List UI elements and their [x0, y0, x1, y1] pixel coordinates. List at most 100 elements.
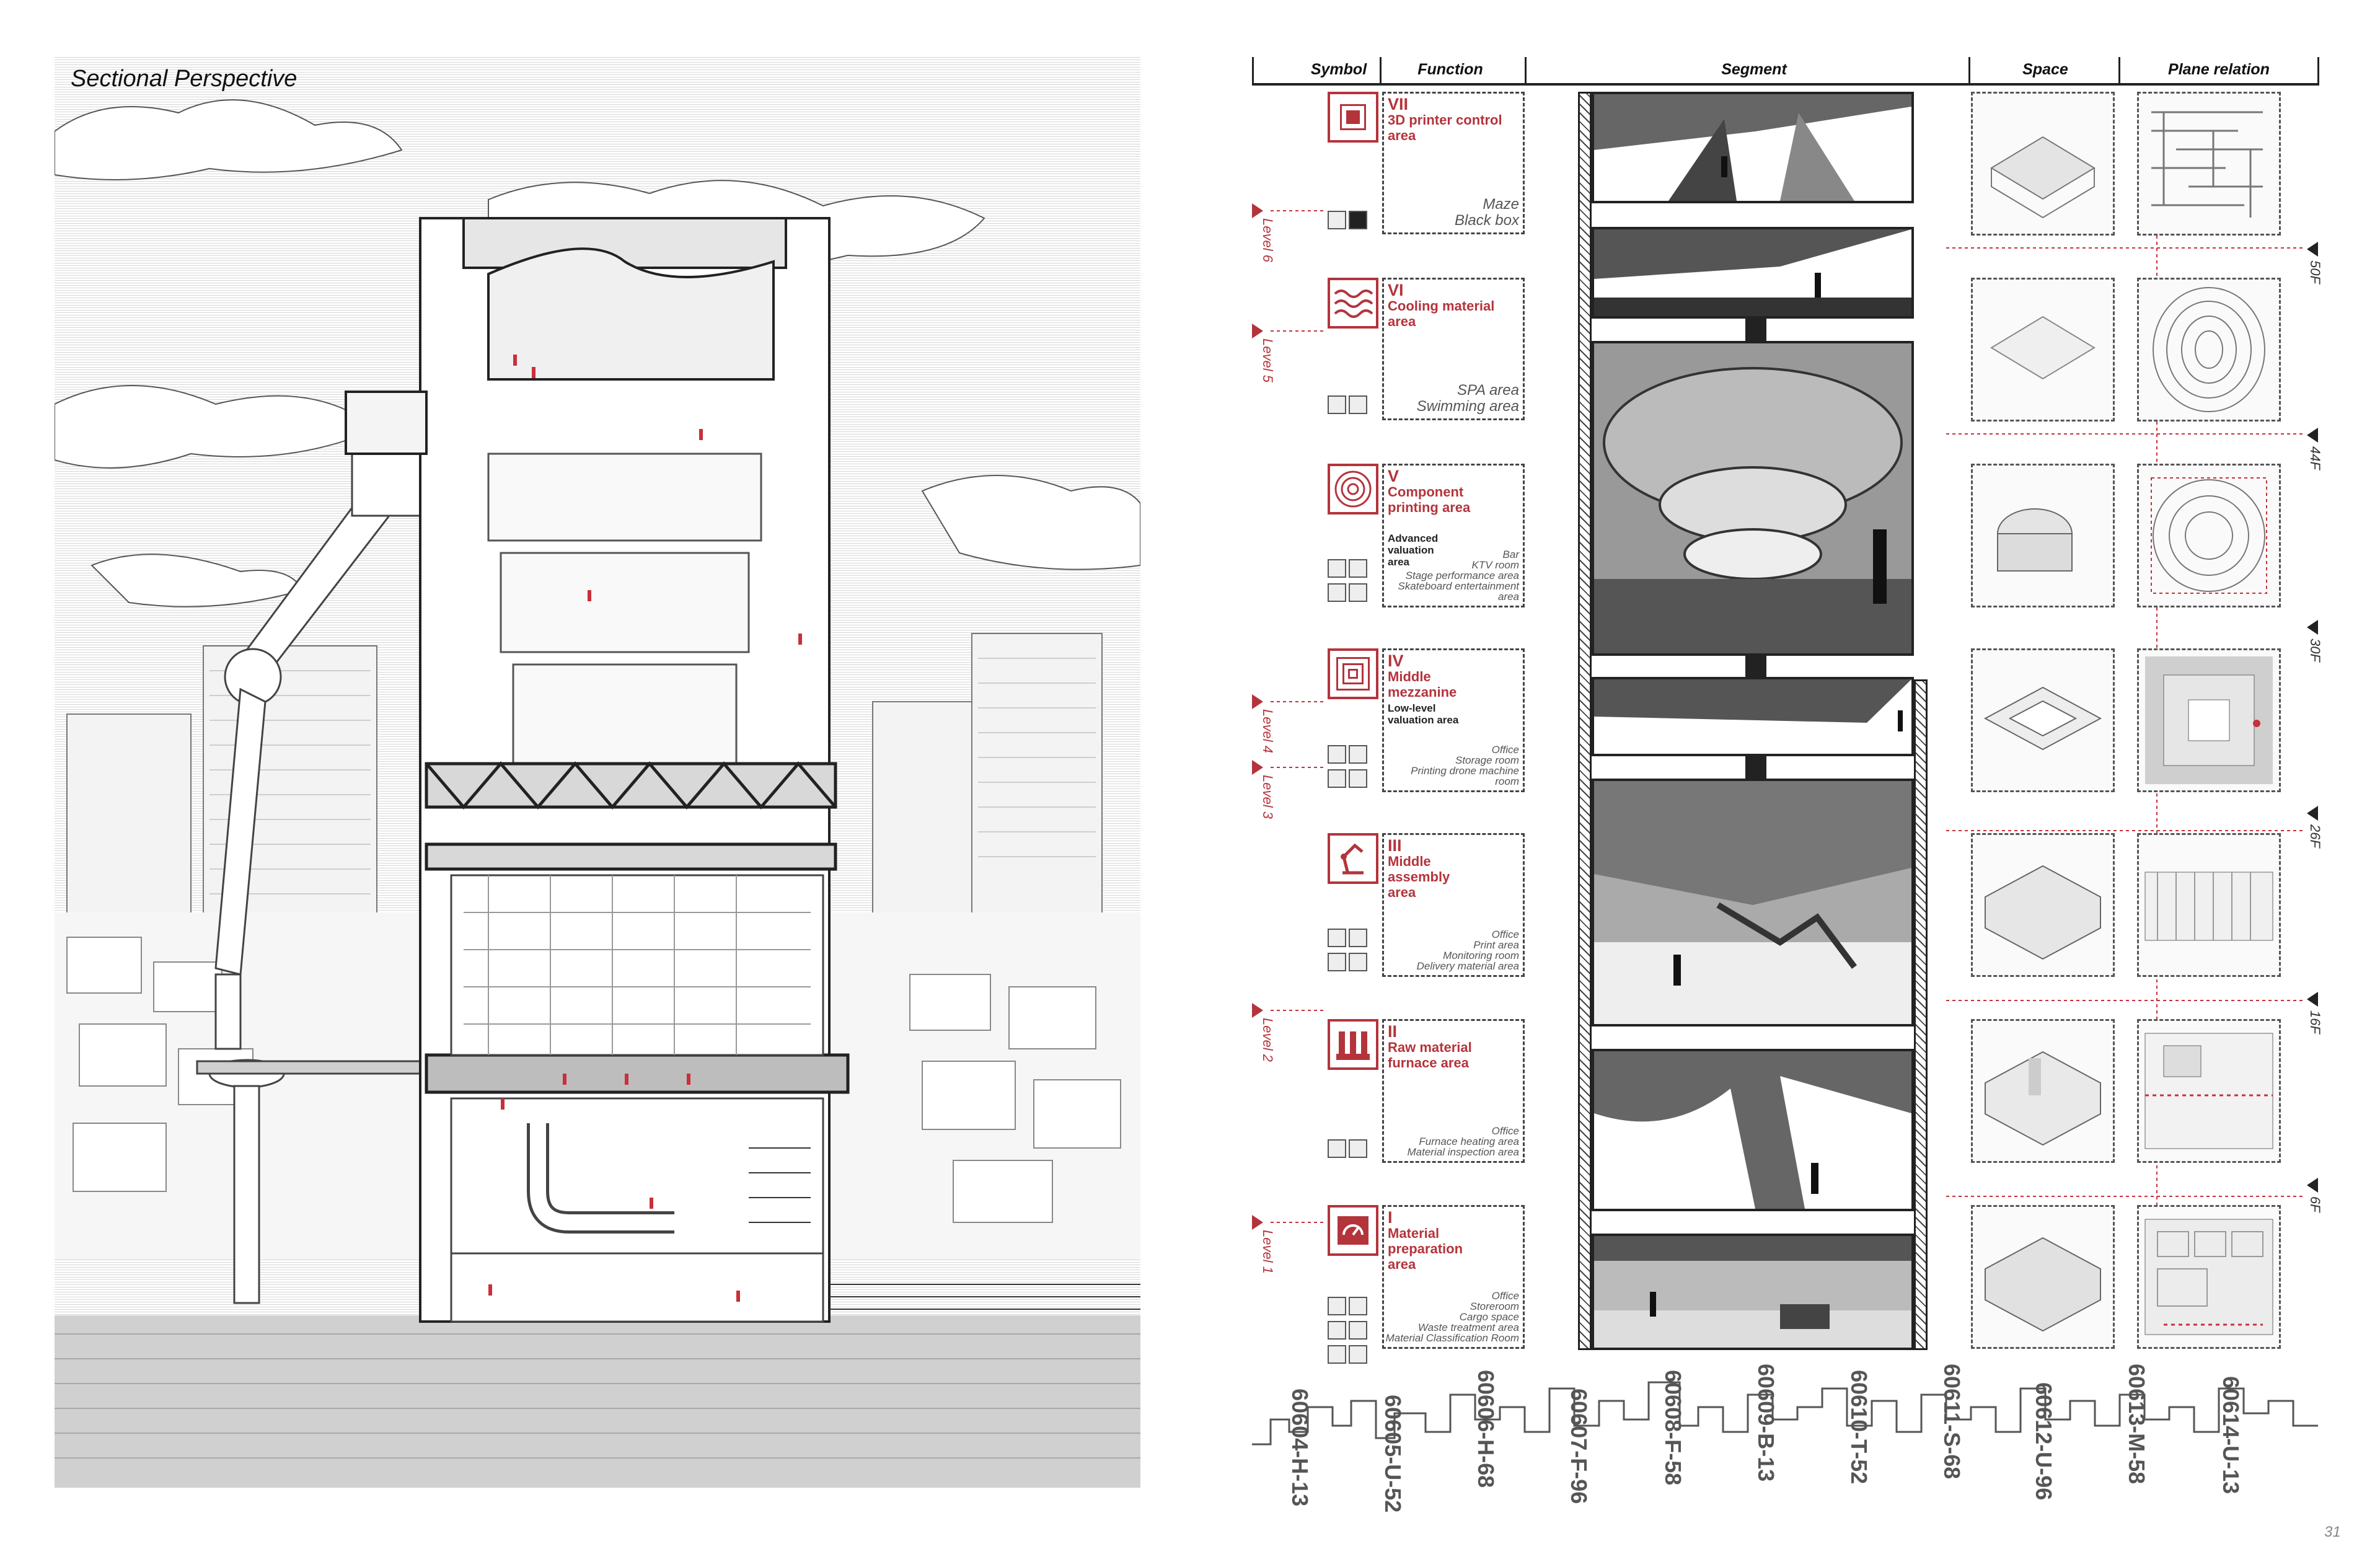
use-item: Material Classification Room	[1385, 1332, 1519, 1344]
space-axo-level-4	[1971, 648, 2115, 792]
header-tick	[1525, 57, 1527, 85]
symbol-wave-icon	[1328, 278, 1378, 329]
cargo-icon	[1328, 1321, 1346, 1340]
stage-icon	[1328, 583, 1346, 602]
symbol-robot-arm-icon	[1328, 833, 1378, 884]
symbol-gauge-icon	[1328, 1205, 1378, 1256]
skyline-code: 60606-H-68	[1473, 1370, 1499, 1488]
header-tick	[2317, 57, 2319, 85]
symbol-printer-icon	[1328, 92, 1378, 143]
segment-rail	[1578, 92, 1592, 1350]
floor-50f-arrow	[2307, 242, 2318, 257]
floor-6f-arrow	[2307, 1178, 2318, 1193]
level-sub: Low-level valuation area	[1388, 702, 1459, 726]
skyline-code-strip: 60604-H-13 60605-U-52 60606-H-68 60607-F…	[1252, 1364, 2318, 1512]
header-tick	[1968, 57, 1970, 85]
use-item: Print area	[1473, 939, 1519, 951]
floor-30f-label: 30F	[2307, 638, 2323, 662]
symbol-target-icon	[1328, 464, 1378, 514]
floor-16f-arrow	[2307, 992, 2318, 1007]
segment-connector	[1745, 756, 1766, 779]
level-3-mini-icons	[1326, 927, 1378, 976]
skyline-code: 60605-U-52	[1380, 1395, 1406, 1513]
skyline-code: 60613-M-58	[2124, 1364, 2149, 1485]
use-item: Waste treatment area	[1417, 1322, 1519, 1333]
waste-icon	[1349, 1321, 1367, 1340]
use-item: KTV room	[1471, 559, 1519, 571]
segment-image-level-1	[1592, 1234, 1914, 1350]
floor-30f-arrow	[2307, 620, 2318, 635]
floor-6f-label: 6F	[2307, 1196, 2323, 1212]
use-item: Storage room	[1455, 754, 1519, 766]
level-uses: Maze Black box	[1455, 196, 1519, 229]
space-axo-level-1	[1971, 1205, 2115, 1349]
level-numeral: V	[1388, 467, 1399, 485]
use-item: Bar	[1502, 549, 1519, 560]
level-uses: Office Storage room Printing drone machi…	[1384, 744, 1519, 787]
level-1-arrow	[1252, 1215, 1263, 1230]
use-item: Office	[1491, 1125, 1519, 1137]
plane-radial-level-5	[2137, 464, 2281, 607]
storage-icon	[1349, 745, 1367, 764]
header-space: Space	[2022, 61, 2068, 78]
header-tick	[1252, 57, 1254, 85]
swim-icon	[1349, 395, 1367, 414]
level-name: Raw material furnace area	[1388, 1040, 1472, 1071]
plane-grid-level-3	[2137, 833, 2281, 977]
function-card-level-1: I Material preparation area Office Store…	[1382, 1205, 1525, 1349]
use-item: Stage performance area	[1405, 570, 1519, 581]
level-uses: Office Print area Monitoring room Delive…	[1417, 929, 1519, 971]
space-axo-level-3	[1971, 833, 2115, 977]
use-item: Office	[1491, 929, 1519, 940]
level-name: Material preparation area	[1388, 1225, 1463, 1272]
floor-16f-label: 16F	[2307, 1010, 2323, 1034]
space-axo-level-6	[1971, 278, 2115, 422]
level-3-arrow	[1252, 760, 1263, 775]
level-6-arrow	[1252, 203, 1263, 218]
level-5-arrow	[1252, 324, 1263, 338]
skyline-code: 60604-H-13	[1287, 1389, 1313, 1507]
use-item: Black box	[1454, 212, 1519, 229]
level-name: Middle mezzanine	[1388, 669, 1457, 700]
use-item: Cargo space	[1459, 1311, 1519, 1323]
segment-image-level-6	[1592, 227, 1914, 319]
function-card-level-5: V Component printing area Advanced valua…	[1382, 464, 1525, 607]
level-1-mini-icons	[1326, 1296, 1378, 1368]
skyline-code: 60614-U-13	[2218, 1376, 2244, 1495]
segment-image-level-4	[1592, 677, 1914, 756]
office-icon	[1328, 1297, 1346, 1315]
use-item: Swimming area	[1416, 398, 1519, 415]
space-axo-level-2	[1971, 1019, 2115, 1163]
function-card-level-4: IV Middle mezzanine Low-level valuation …	[1382, 648, 1525, 792]
level-6-mini-icons	[1326, 394, 1378, 418]
plane-square-level-4	[2137, 648, 2281, 792]
storeroom-icon	[1349, 1297, 1367, 1315]
plane-layout-level-2	[2137, 1019, 2281, 1163]
plane-contour-level-6	[2137, 278, 2281, 422]
level-numeral: VI	[1388, 281, 1404, 299]
use-item: Office	[1491, 744, 1519, 756]
skyline-code: 60609-B-13	[1753, 1364, 1779, 1482]
level-uses: SPA area Swimming area	[1417, 382, 1519, 415]
office-icon	[1328, 929, 1346, 947]
level-numeral: III	[1388, 836, 1402, 855]
segment-connector	[1745, 319, 1766, 341]
sorting-icon	[1349, 1345, 1367, 1364]
office-icon	[1328, 745, 1346, 764]
plane-layout-level-1	[2137, 1205, 2281, 1349]
use-item: Monitoring room	[1443, 950, 1519, 961]
monitor-icon	[1328, 953, 1346, 971]
use-item: Maze	[1483, 196, 1519, 213]
header-function: Function	[1417, 61, 1483, 78]
function-card-level-3: III Middle assembly area Office Print ar…	[1382, 833, 1525, 977]
level-2-mini-icons	[1326, 1138, 1378, 1162]
sectional-perspective-drawing: Sectional Perspective	[55, 57, 1140, 1488]
maze-icon	[1328, 211, 1346, 229]
level-numeral: II	[1388, 1022, 1398, 1041]
level-uses: Office Storeroom Cargo space Waste treat…	[1386, 1291, 1519, 1343]
floor-26f-arrow	[2307, 806, 2318, 821]
print-icon	[1349, 929, 1367, 947]
segment-connector	[1745, 656, 1766, 677]
level-4-arrow	[1252, 694, 1263, 709]
level-7-mini-icons	[1326, 210, 1378, 234]
